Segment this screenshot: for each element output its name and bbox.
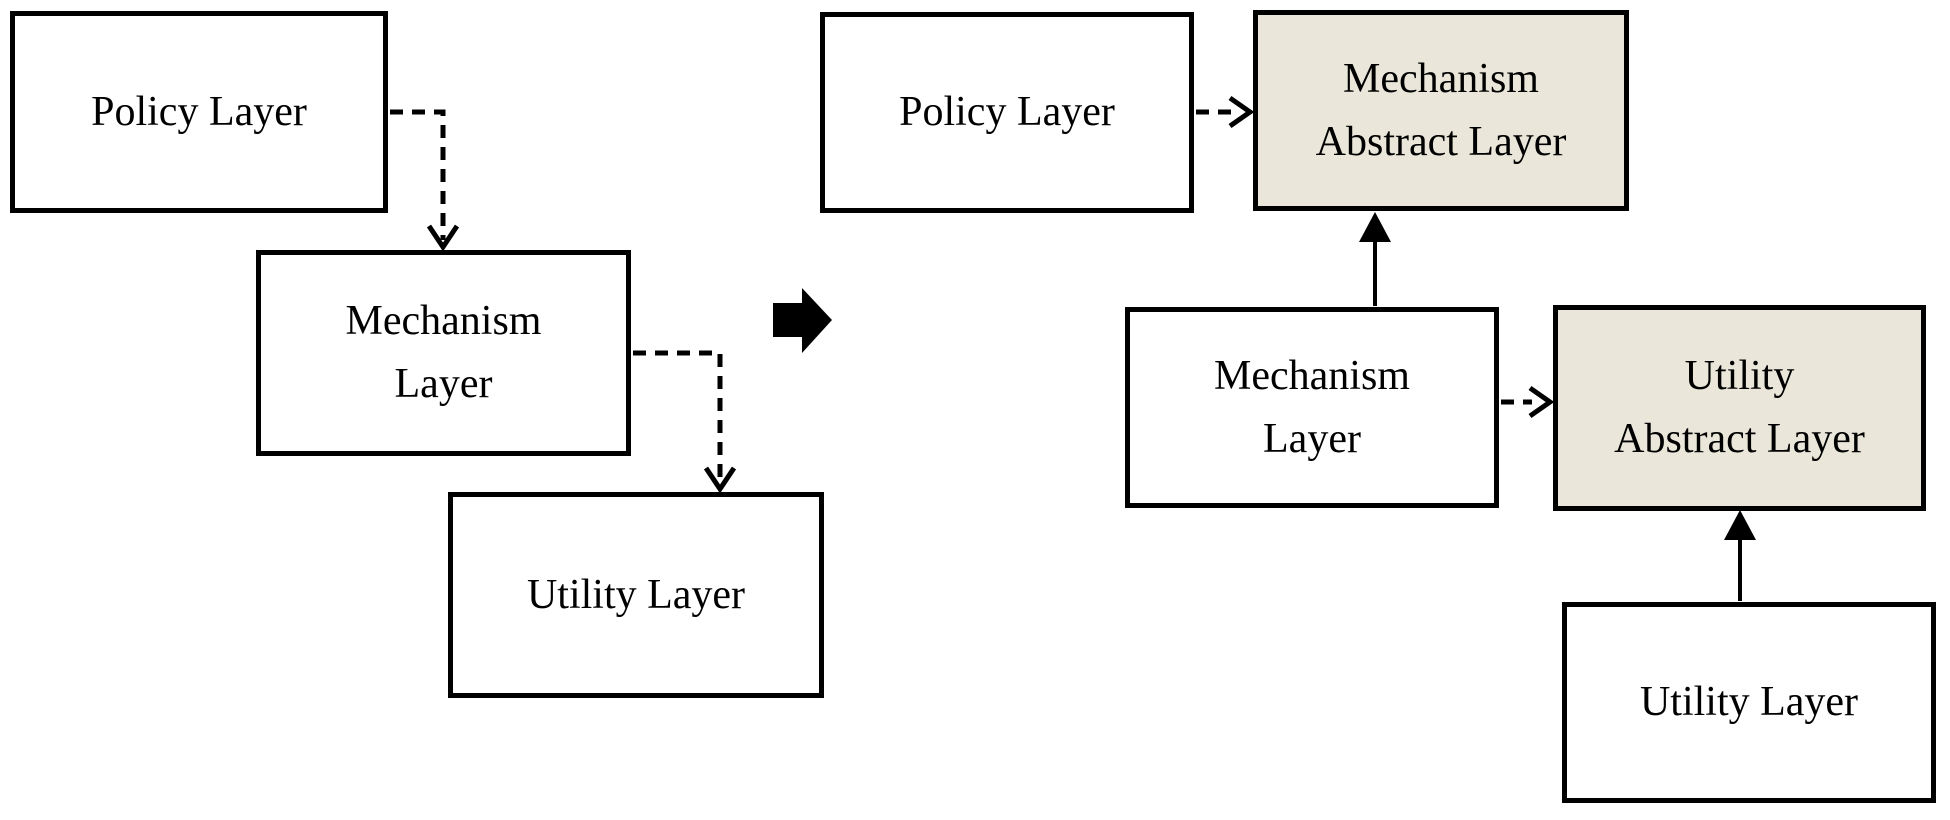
box-label: Mechanism Layer [345, 298, 542, 407]
edge-before-mechanism-to-utility [633, 350, 737, 494]
edge-after-policy-to-mal [1196, 95, 1255, 129]
box-label: Mechanism Abstract Layer [1315, 55, 1567, 165]
box-label: Policy Layer [91, 88, 307, 135]
box-label: Policy Layer [899, 89, 1115, 135]
box-before-mechanism-layer: Mechanism Layer [256, 250, 631, 456]
box-after-utility-layer: Utility Layer [1562, 602, 1936, 803]
box-before-policy-layer: Policy Layer [10, 11, 388, 213]
box-label: Utility Abstract Layer [1614, 353, 1865, 462]
box-label: Utility Layer [1639, 679, 1859, 725]
edge-before-policy-to-mechanism [390, 109, 460, 252]
box-label: Utility Layer [526, 571, 746, 618]
box-after-mechanism-layer: Mechanism Layer [1125, 307, 1499, 508]
box-before-utility-layer: Utility Layer [448, 492, 824, 698]
edge-after-mechanism-to-mal [1359, 212, 1391, 306]
box-after-mechanism-abstract-layer: Mechanism Abstract Layer [1253, 10, 1629, 211]
box-label: Mechanism Layer [1214, 352, 1410, 462]
edge-after-mechanism-to-ual [1501, 385, 1555, 419]
box-after-policy-layer: Policy Layer [820, 12, 1194, 213]
box-after-utility-abstract-layer: Utility Abstract Layer [1553, 305, 1926, 511]
transform-arrow-icon [773, 288, 832, 353]
edge-after-utility-to-ual [1724, 510, 1756, 601]
